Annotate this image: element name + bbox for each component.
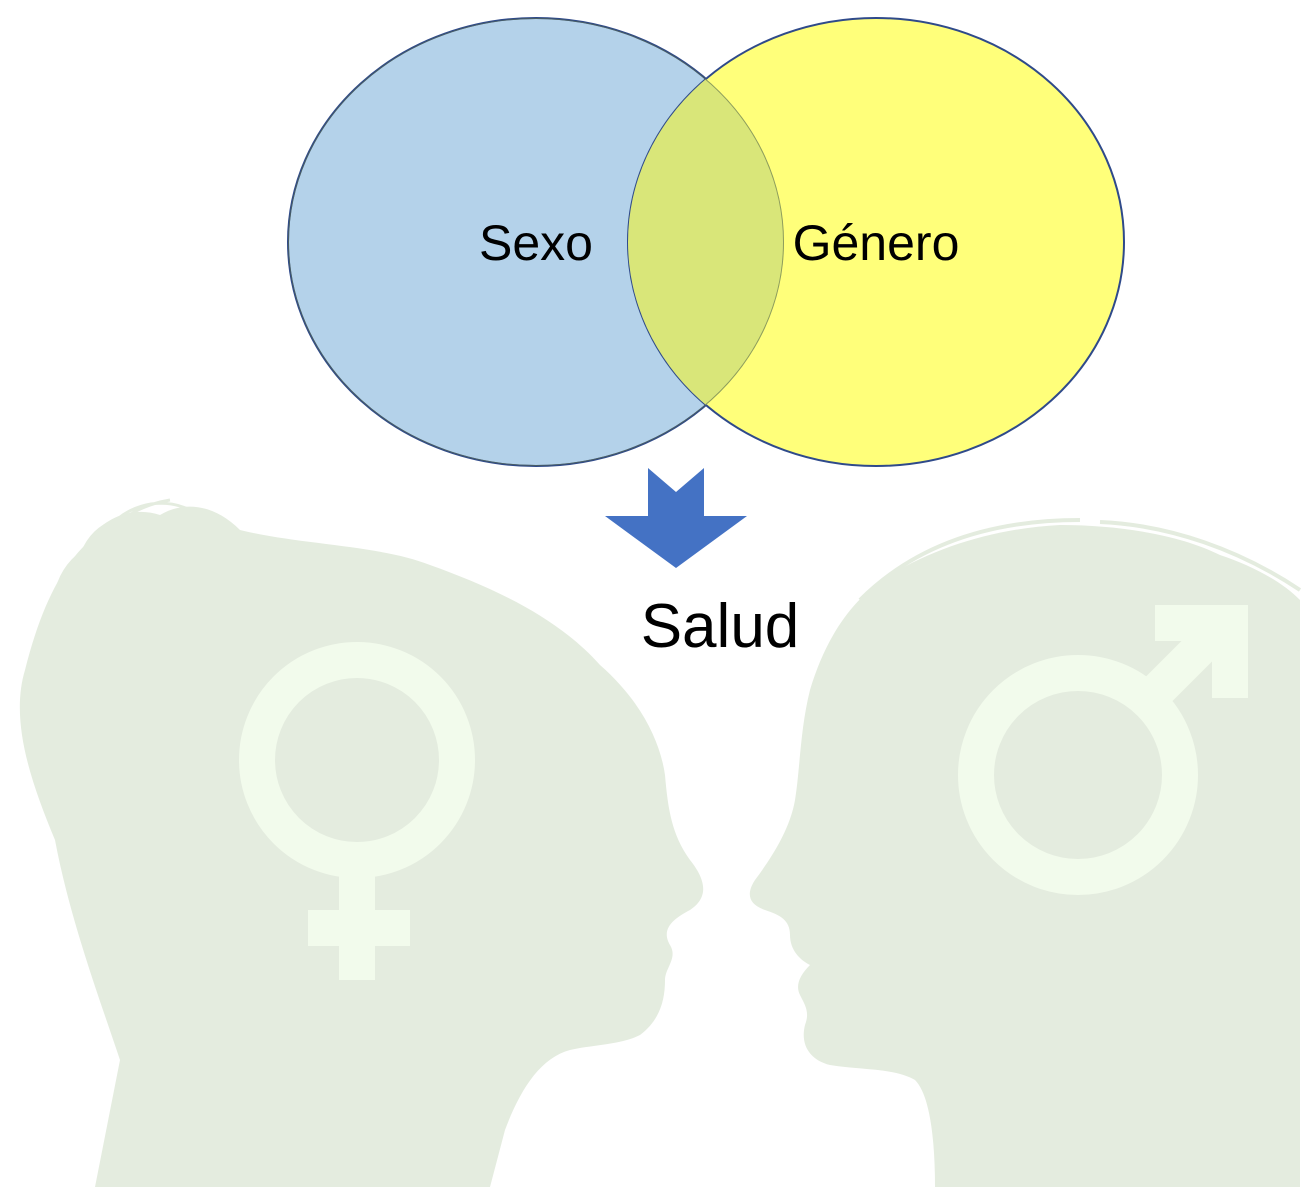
- background-illustration: [19, 498, 1302, 1187]
- venn-diagram: Sexo Género: [287, 17, 1125, 467]
- sexo-label: Sexo: [479, 215, 593, 271]
- genero-label: Género: [793, 215, 960, 271]
- woman-hair: [52, 498, 191, 641]
- female-symbol-icon: [239, 642, 475, 980]
- male-symbol-icon: [958, 605, 1248, 895]
- salud-label: Salud: [641, 592, 800, 661]
- down-arrow-icon: [605, 468, 747, 568]
- man-hair: [858, 518, 1302, 602]
